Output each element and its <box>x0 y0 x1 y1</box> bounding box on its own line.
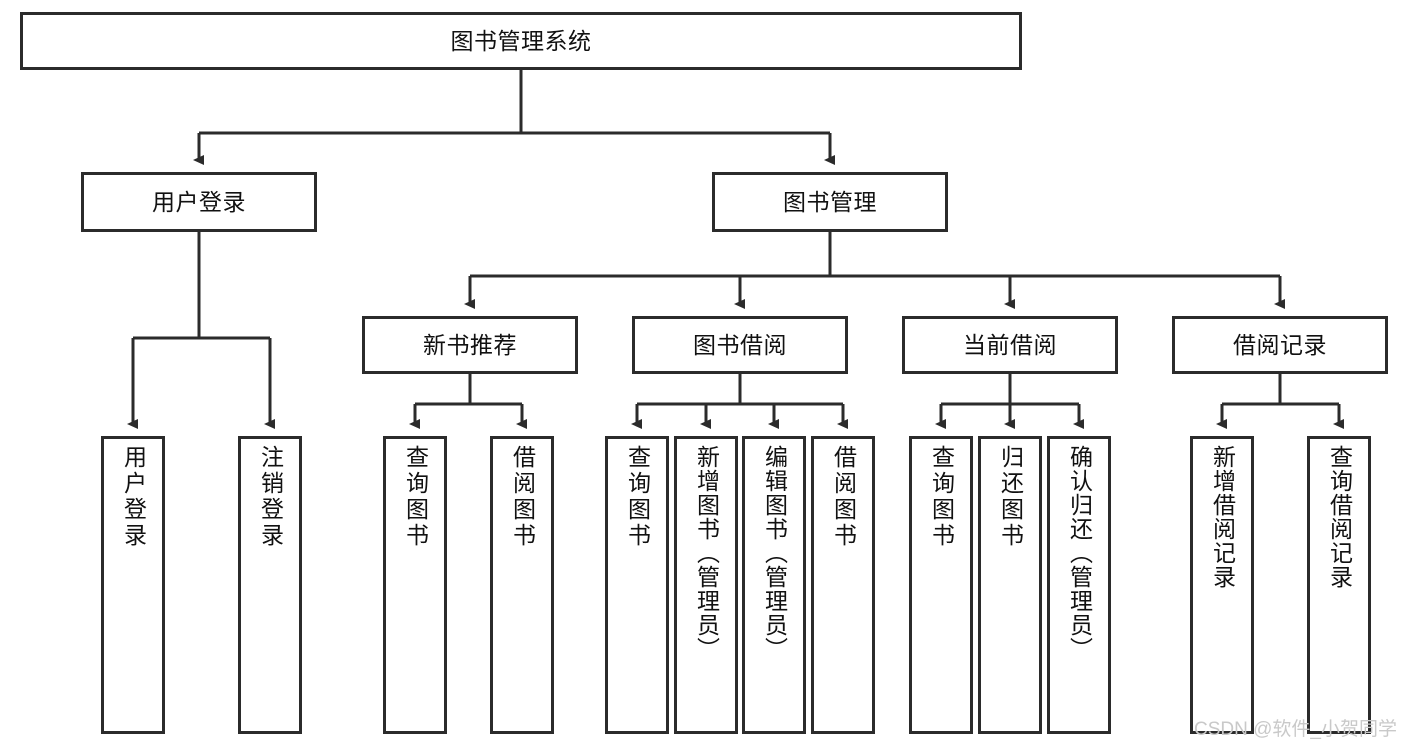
leaf-query-book-current[interactable]: 查询图书 <box>909 436 973 734</box>
leaf-borrow-book-borrow[interactable]: 借阅图书 <box>811 436 875 734</box>
leaf-add-borrow-record[interactable]: 新增借阅记录 <box>1190 436 1254 734</box>
leaf-query-book-newbook-label: 查询图书 <box>402 445 429 549</box>
leaf-return-book[interactable]: 归还图书 <box>978 436 1042 734</box>
leaf-confirm-return-admin-label: 确认归还（管理员） <box>1066 445 1093 661</box>
leaf-add-book-admin[interactable]: 新增图书（管理员） <box>674 436 738 734</box>
node-book-borrow-label: 图书借阅 <box>693 331 787 358</box>
leaf-add-book-admin-label: 新增图书（管理员） <box>693 445 720 661</box>
node-root-label: 图书管理系统 <box>450 27 592 54</box>
leaf-query-book-newbook[interactable]: 查询图书 <box>383 436 447 734</box>
leaf-edit-book-admin[interactable]: 编辑图书（管理员） <box>742 436 806 734</box>
leaf-logout[interactable]: 注销登录 <box>238 436 302 734</box>
node-borrow-records[interactable]: 借阅记录 <box>1172 316 1388 374</box>
leaf-confirm-return-admin[interactable]: 确认归还（管理员） <box>1047 436 1111 734</box>
leaf-borrow-book-borrow-label: 借阅图书 <box>830 445 857 549</box>
leaf-edit-book-admin-label: 编辑图书（管理员） <box>761 445 788 661</box>
leaf-query-book-current-label: 查询图书 <box>928 445 955 549</box>
watermark-text: CSDN @软件_小贺同学 <box>1194 719 1397 740</box>
leaf-query-book-borrow[interactable]: 查询图书 <box>605 436 669 734</box>
leaf-borrow-book-newbook[interactable]: 借阅图书 <box>490 436 554 734</box>
leaf-query-borrow-record[interactable]: 查询借阅记录 <box>1307 436 1371 734</box>
leaf-query-book-borrow-label: 查询图书 <box>624 445 651 549</box>
node-new-book-recommend[interactable]: 新书推荐 <box>362 316 578 374</box>
leaf-user-login-label: 用户登录 <box>120 445 147 549</box>
leaf-add-borrow-record-label: 新增借阅记录 <box>1209 445 1236 589</box>
leaf-user-login[interactable]: 用户登录 <box>101 436 165 734</box>
node-borrow-records-label: 借阅记录 <box>1233 331 1327 358</box>
node-root[interactable]: 图书管理系统 <box>20 12 1022 70</box>
leaf-borrow-book-newbook-label: 借阅图书 <box>509 445 536 549</box>
node-new-book-recommend-label: 新书推荐 <box>423 331 517 358</box>
node-current-borrow[interactable]: 当前借阅 <box>902 316 1118 374</box>
leaf-return-book-label: 归还图书 <box>997 445 1024 549</box>
node-user-login-label: 用户登录 <box>152 188 246 215</box>
node-current-borrow-label: 当前借阅 <box>963 331 1057 358</box>
leaf-logout-label: 注销登录 <box>257 445 284 549</box>
node-user-login[interactable]: 用户登录 <box>81 172 317 232</box>
node-book-borrow[interactable]: 图书借阅 <box>632 316 848 374</box>
leaf-query-borrow-record-label: 查询借阅记录 <box>1326 445 1353 589</box>
node-book-management-label: 图书管理 <box>783 188 877 215</box>
node-book-management[interactable]: 图书管理 <box>712 172 948 232</box>
